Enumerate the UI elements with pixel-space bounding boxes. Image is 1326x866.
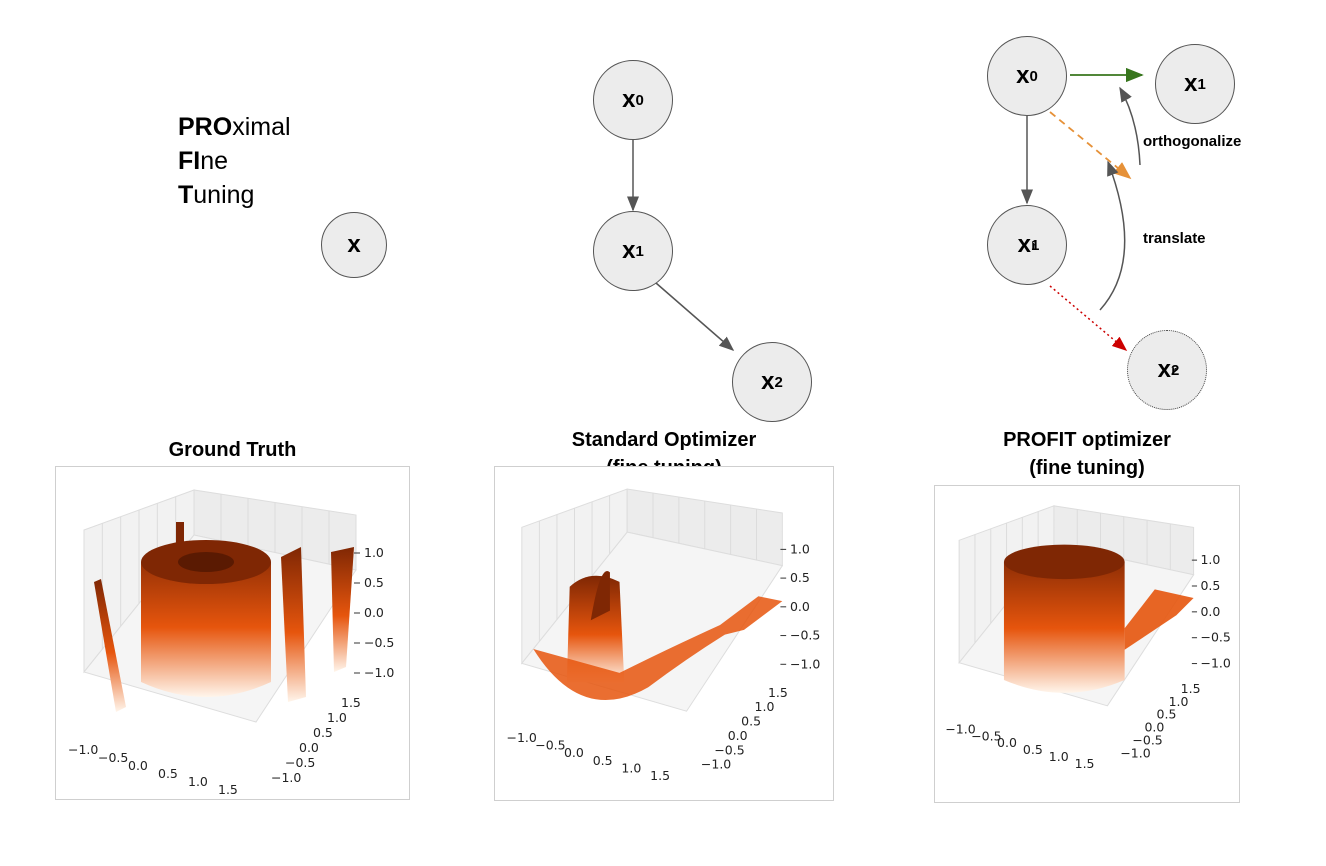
z-tick-label: 1.0 [790,541,810,556]
surface-spike [281,547,306,702]
x-tick-label: −0.5 [98,750,128,765]
y-tick-label: −1.0 [271,770,301,785]
y-tick-label: 0.0 [299,740,319,755]
z-tick-label: 0.5 [1200,578,1220,593]
plot-title-ground-truth: Ground Truth [168,439,297,461]
y-tick-label: −0.5 [285,755,315,770]
x-tick-label: 0.5 [158,766,178,781]
surface-body [1003,549,1125,693]
z-tick-label: −1.0 [364,665,394,680]
surface-spike [331,547,354,672]
x-tick-label: 0.5 [1023,742,1043,757]
arrow-orthogonalize [1119,86,1141,166]
x-tick-label: −0.5 [971,728,1001,743]
arrow-x1-to-x2 [655,282,735,351]
y-tick-label: −0.5 [1132,733,1162,748]
node-x: x [321,212,387,278]
plot-svg: 1.00.50.0−0.5−1.0−1.0−0.50.00.51.01.51.5… [506,488,820,783]
z-tick-label: 1.0 [1200,552,1220,567]
x-tick-label: 0.0 [997,735,1017,750]
y-tick-label: −0.5 [714,742,744,757]
x-tick-label: 1.5 [1075,756,1095,771]
x-tick-label: −1.0 [945,721,975,736]
z-tick-label: 0.5 [790,570,810,585]
plot-svg: 1.00.50.0−0.5−1.0−1.0−0.50.00.51.01.51.5… [68,489,394,797]
x-tick-label: −0.5 [535,738,565,753]
y-tick-label: 1.0 [1169,694,1189,709]
x-tick-label: −1.0 [68,742,98,757]
y-tick-label: 1.0 [327,710,347,725]
y-tick-label: −1.0 [1120,746,1150,761]
y-tick-label: 1.5 [1181,681,1201,696]
acronym-line-1: PROximal [178,113,291,141]
z-tick-label: −1.0 [790,656,820,671]
x-tick-label: 1.0 [621,761,641,776]
plot-title-profit: PROFIT optimizer (fine tuning) [1003,429,1171,479]
arrow-translate [1099,160,1126,311]
surface-spike [176,522,184,547]
acronym-block: PROximal FIne Tuning [178,110,291,212]
surface-top [1003,544,1125,580]
y-tick-label: 0.5 [1157,707,1177,722]
y-tick-label: 0.5 [741,714,761,729]
z-tick-label: 1.0 [364,545,384,560]
x-tick-label: 1.0 [1049,749,1069,764]
surface-bump [590,570,610,621]
z-tick-label: 0.0 [364,605,384,620]
z-tick-label: −0.5 [364,635,394,650]
z-tick-label: −0.5 [1200,630,1230,645]
surface-spike [94,579,126,712]
label-translate: translate [1143,230,1206,247]
surface-sheet [533,596,783,701]
y-tick-label: 0.0 [1144,720,1164,735]
z-tick-label: −0.5 [790,628,820,643]
x-tick-label: −1.0 [506,730,536,745]
label-orthogonalize: orthogonalize [1143,133,1242,150]
y-tick-label: −1.0 [701,757,731,772]
arrow-orange-dashed [1049,111,1132,180]
y-tick-label: 1.0 [755,699,775,714]
x-tick-label: 0.0 [128,758,148,773]
x-tick-label: 1.0 [188,774,208,789]
surface-sheet [1124,589,1194,650]
y-tick-label: 1.5 [768,685,788,700]
z-tick-label: −1.0 [1200,656,1230,671]
z-tick-label: 0.5 [364,575,384,590]
x-tick-label: 0.0 [564,745,584,760]
x-tick-label: 0.5 [593,753,613,768]
y-tick-label: 0.0 [728,728,748,743]
z-tick-label: 0.0 [790,599,810,614]
acronym-line-2: FIne [178,147,229,175]
y-tick-label: 0.5 [313,725,333,740]
arrow-red-dotted [1049,285,1128,351]
surface-hole [178,552,234,572]
z-tick-label: 0.0 [1200,604,1220,619]
y-tick-label: 1.5 [341,695,361,710]
acronym-line-3: Tuning [178,181,255,209]
x-tick-label: 1.5 [218,782,238,797]
x-tick-label: 1.5 [650,768,670,783]
